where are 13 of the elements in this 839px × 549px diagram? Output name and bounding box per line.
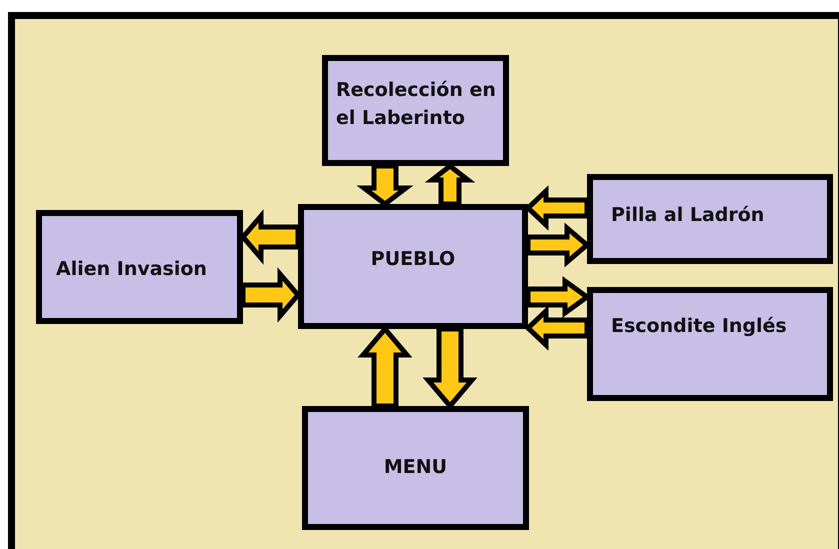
process-box xyxy=(587,174,833,264)
box-label: PUEBLO xyxy=(370,247,456,272)
box-label: Recolección en el Laberinto xyxy=(336,78,497,131)
process-box xyxy=(587,287,833,401)
process-box xyxy=(298,204,528,329)
box-label: Pilla al Ladrón xyxy=(611,203,766,228)
box-label: Alien Invasion xyxy=(56,257,208,282)
process-box xyxy=(322,55,509,166)
process-box xyxy=(36,210,243,324)
block-arrow xyxy=(524,305,590,351)
box-label: MENU xyxy=(382,455,448,480)
process-box xyxy=(302,406,529,530)
box-label: Escondite Inglés xyxy=(611,314,788,339)
